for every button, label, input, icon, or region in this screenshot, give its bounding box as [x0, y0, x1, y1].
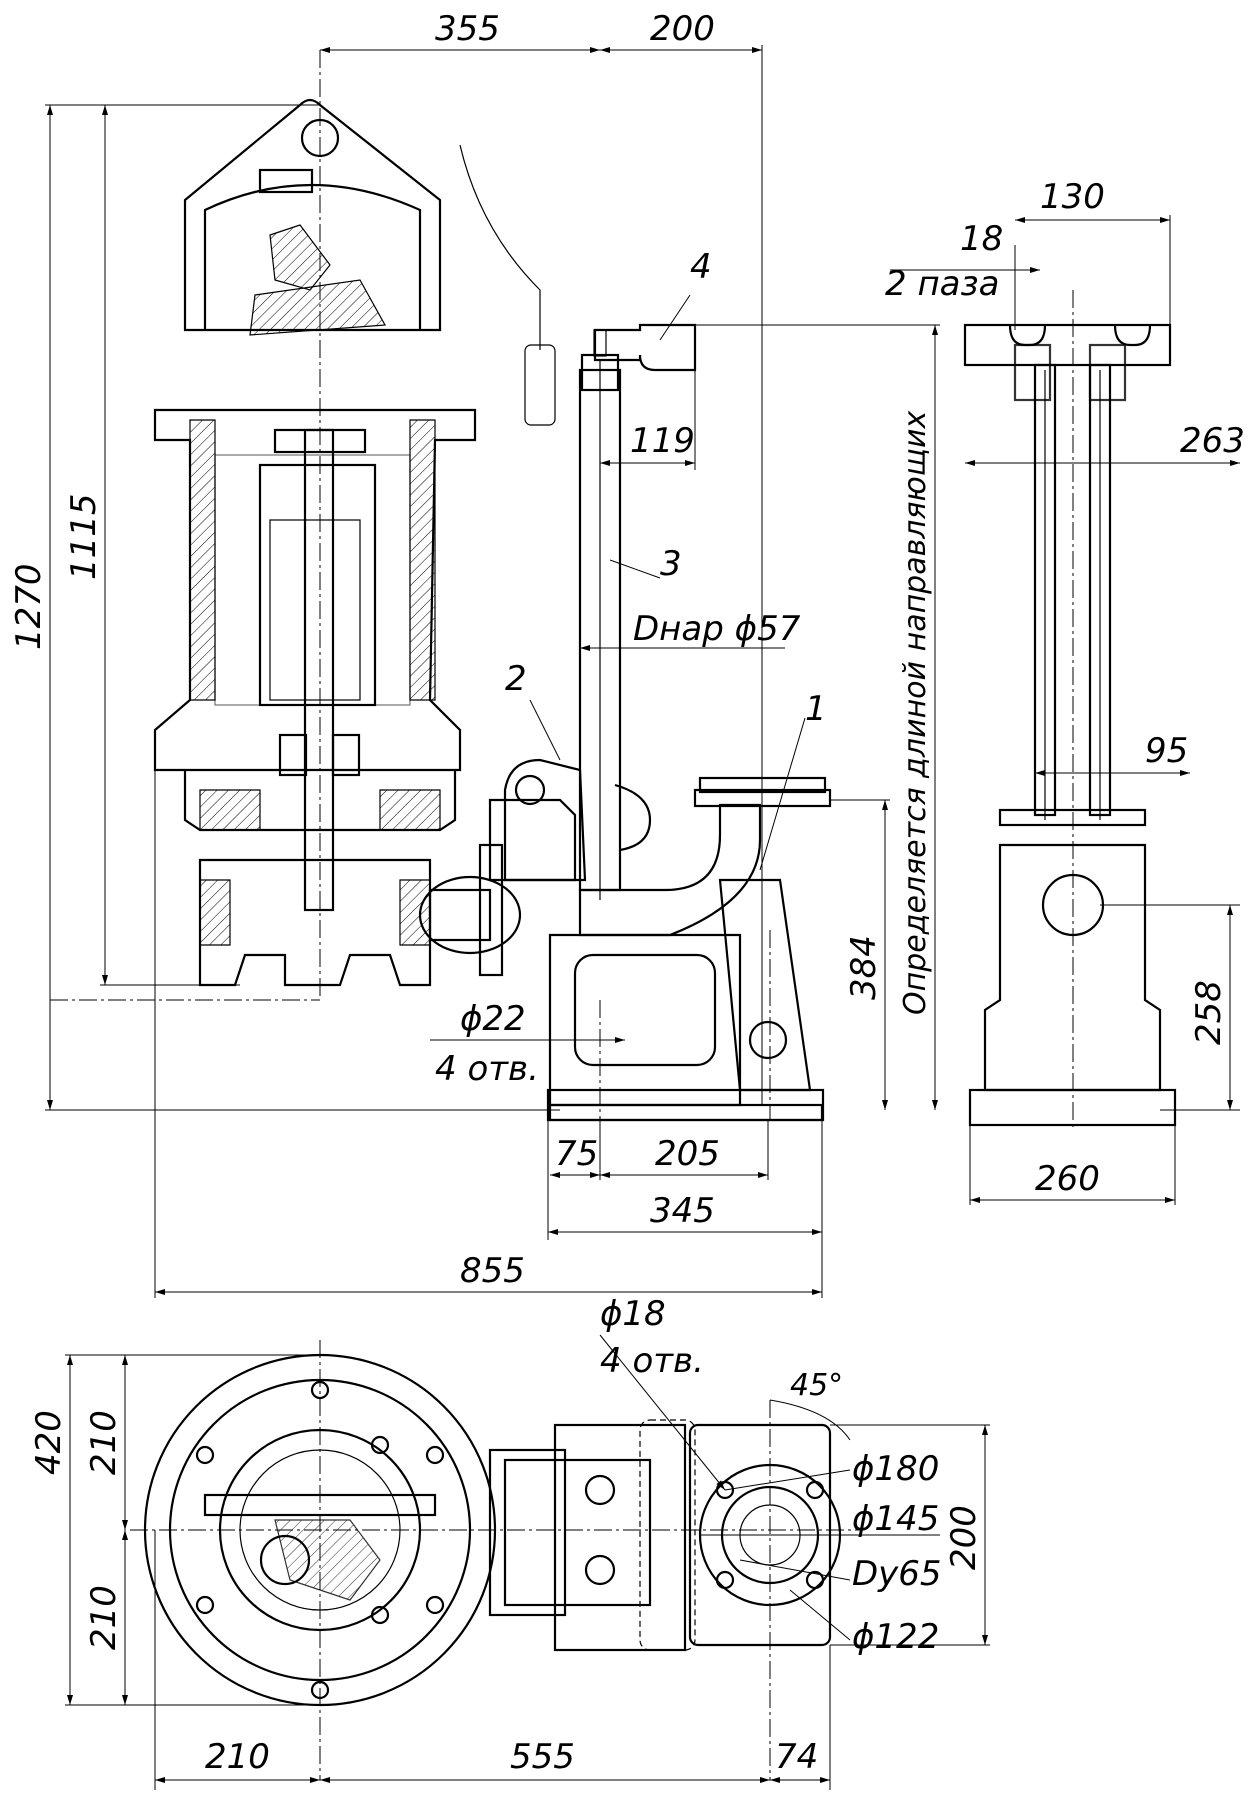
note-nominal: Dy65	[852, 1554, 942, 1594]
shaft	[303, 428, 335, 912]
coupling-assembly	[488, 323, 940, 1122]
callout-3: 3	[660, 544, 682, 584]
dim-855: 855	[460, 1251, 525, 1291]
top-view	[130, 1340, 860, 1780]
side-view	[963, 290, 1177, 1130]
dim-95: 95	[1145, 731, 1188, 771]
callout-2: 2	[505, 659, 527, 699]
dim-130: 130	[1040, 177, 1105, 217]
dim-345: 345	[650, 1191, 715, 1231]
dim-1270: 1270	[9, 563, 49, 650]
dim-355: 355	[435, 9, 500, 49]
dim-384: 384	[844, 935, 884, 1000]
note-slots: 2 паза	[885, 264, 999, 304]
note-bolt-circle: ϕ145	[852, 1499, 939, 1539]
callout-1: 1	[805, 689, 827, 729]
front-view	[50, 50, 556, 1001]
dim-74: 74	[775, 1737, 818, 1777]
dim-205: 205	[655, 1134, 720, 1174]
duckfoot-base	[548, 933, 742, 1107]
note-flange-hole-diameter: ϕ18	[600, 1294, 666, 1334]
dim-1115: 1115	[64, 493, 104, 580]
dimension-lines	[45, 45, 1240, 1790]
dim-200-top: 200	[650, 9, 715, 49]
dim-258: 258	[1189, 980, 1229, 1045]
dim-260: 260	[1035, 1159, 1100, 1199]
note-hole-count: 4 отв.	[435, 1049, 539, 1089]
volute	[198, 858, 432, 987]
note-raised-face: ϕ122	[852, 1617, 939, 1657]
note-flange-hole-count: 4 отв.	[600, 1341, 704, 1381]
note-hole-diameter: ϕ22	[460, 999, 526, 1039]
note-guide-length: Определяется длиной направляющих	[898, 410, 933, 1015]
dim-210-lower: 210	[84, 1585, 124, 1650]
dim-420: 420	[29, 1410, 69, 1475]
dim-263: 263	[1180, 421, 1245, 461]
dim-18: 18	[960, 219, 1003, 259]
nameplate-bracket	[258, 168, 314, 194]
dim-555: 555	[510, 1737, 575, 1777]
note-flange-outer: ϕ180	[852, 1449, 939, 1489]
dim-200-flange: 200	[944, 1505, 984, 1570]
dim-119: 119	[630, 421, 695, 461]
dim-75: 75	[555, 1134, 598, 1174]
dim-210-upper: 210	[84, 1410, 124, 1475]
dim-210-bottom: 210	[205, 1737, 270, 1777]
note-angle: 45°	[790, 1368, 843, 1403]
note-outer-diameter: Dнар ϕ57	[633, 609, 801, 649]
callout-4: 4	[690, 247, 712, 287]
discharge-elbow	[578, 803, 762, 937]
dimension-labels: 355 200 1270 1115 119 Dнар ϕ57 384 Опред…	[9, 9, 1245, 1777]
